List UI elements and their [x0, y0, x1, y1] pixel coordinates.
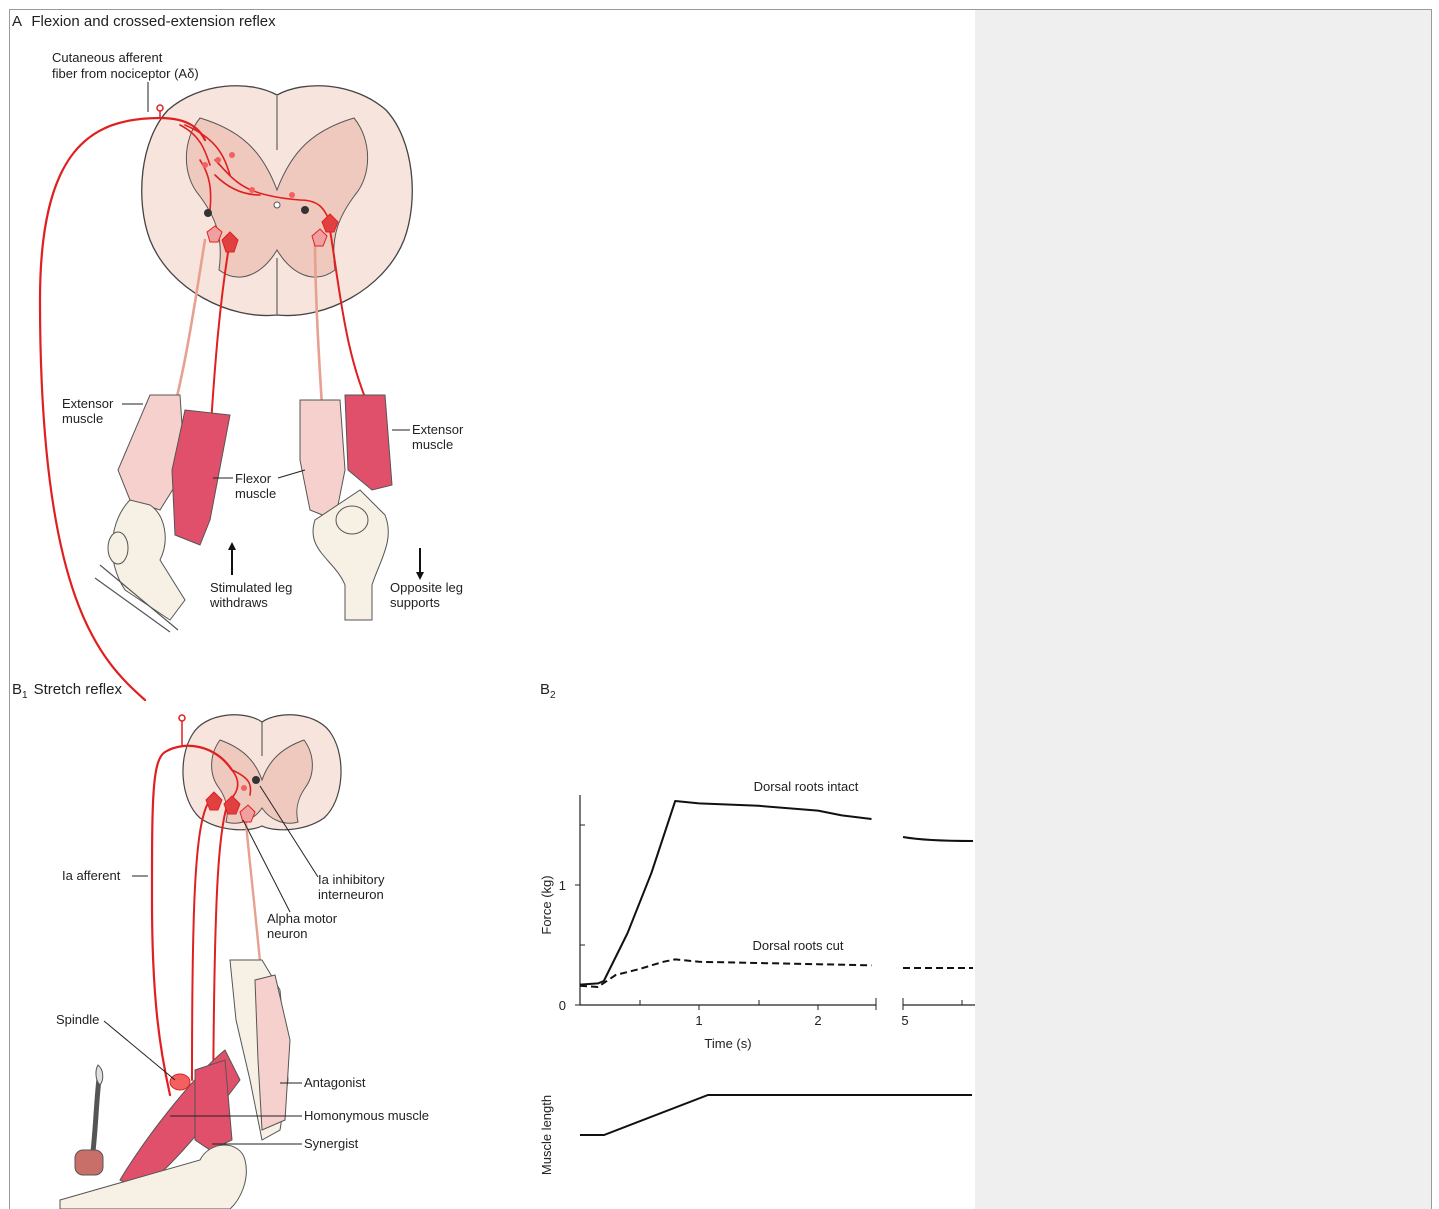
y-axis-label: Force (kg)	[539, 875, 554, 934]
panel-a-letter: A	[12, 13, 22, 30]
ext-left-1: Extensor	[62, 396, 114, 411]
ext-left-2: muscle	[62, 411, 103, 426]
spinal-cord-b1	[183, 715, 341, 830]
force-series-line-intact	[580, 801, 872, 985]
stim-2: withdraws	[209, 595, 268, 610]
b1-letter: B	[12, 681, 22, 698]
stimulated-label: Stimulated leg withdraws	[209, 580, 296, 610]
alpha-2: neuron	[267, 926, 307, 941]
force-chart: 1 0 1 2 5 Time (s) Force (kg) Dorsal roo…	[539, 779, 975, 1051]
x-tick-label: 1	[695, 1013, 702, 1028]
x-tick-label: 2	[814, 1013, 821, 1028]
x-tick-label: 5	[901, 1013, 908, 1028]
ia-inhib-2: interneuron	[318, 887, 384, 902]
panel-b2-title: B2	[540, 681, 556, 701]
ext-right-2: muscle	[412, 437, 453, 452]
right-leg	[300, 395, 392, 620]
spindle-label: Spindle	[56, 1012, 99, 1027]
panel-b2: B2 1 0 1 2 5	[539, 681, 975, 1175]
flexor-leader-right	[278, 470, 305, 478]
opp-1: Opposite leg	[390, 580, 463, 595]
afferent-line-1: Cutaneous afferent	[52, 50, 163, 65]
intact-late-segment	[903, 837, 973, 841]
flexor-2: muscle	[235, 486, 276, 501]
afferent-line-2: fiber from nociceptor (Aδ)	[52, 66, 199, 81]
y-tick-label: 0	[559, 998, 566, 1013]
homonymous-label: Homonymous muscle	[304, 1108, 429, 1123]
panel-a-title-text: Flexion and crossed-extension reflex	[31, 13, 276, 30]
extensor-right-label: Extensor muscle	[412, 422, 467, 452]
b1-title-text: Stretch reflex	[34, 681, 123, 698]
alpha-motor-label: Alpha motor neuron	[267, 911, 341, 941]
b1-sub: 1	[22, 690, 28, 701]
b2-sub: 2	[550, 690, 556, 701]
force-series-group	[580, 801, 872, 987]
muscle-length-line	[580, 1095, 972, 1135]
panel-b1: B1 Stretch reflex	[12, 681, 429, 1209]
panel-a: A Flexion and crossed-extension reflex C…	[12, 13, 467, 700]
panel-a-title: A Flexion and crossed-extension reflex	[12, 13, 276, 30]
stim-1: Stimulated leg	[210, 580, 292, 595]
synergist-label: Synergist	[304, 1136, 359, 1151]
down-arrowhead-icon	[416, 572, 424, 580]
ext-right-1: Extensor	[412, 422, 464, 437]
series-label-cut: Dorsal roots cut	[752, 938, 843, 953]
length-chart: Muscle length	[539, 1095, 972, 1175]
cutaneous-afferent-label: Cutaneous afferent fiber from nociceptor…	[52, 50, 199, 81]
x-axis-label: Time (s)	[704, 1036, 751, 1051]
antagonist-label: Antagonist	[304, 1075, 366, 1090]
alpha-1: Alpha motor	[267, 911, 338, 926]
ia-inhib-1: Ia inhibitory	[318, 872, 385, 887]
opposite-label: Opposite leg supports	[390, 580, 467, 610]
length-series-group	[580, 1095, 972, 1135]
ia-inhibitory-label: Ia inhibitory interneuron	[318, 872, 388, 902]
reflex-hammer-icon	[75, 1150, 103, 1175]
extensor-left-label: Extensor muscle	[62, 396, 117, 426]
spindle-leader	[104, 1021, 175, 1080]
flexor-1: Flexor	[235, 471, 272, 486]
length-y-axis-label: Muscle length	[539, 1095, 554, 1175]
arm-b1	[60, 960, 290, 1209]
force-series-line-cut	[580, 959, 872, 987]
opp-2: supports	[390, 595, 440, 610]
flexor-label: Flexor muscle	[235, 471, 276, 501]
b2-letter: B	[540, 681, 550, 698]
series-label-intact: Dorsal roots intact	[754, 779, 859, 794]
panel-b1-title: B1 Stretch reflex	[12, 681, 122, 701]
ia-afferent-label: Ia afferent	[62, 868, 121, 883]
y-tick-label: 1	[559, 878, 566, 893]
up-arrowhead-icon	[228, 542, 236, 550]
